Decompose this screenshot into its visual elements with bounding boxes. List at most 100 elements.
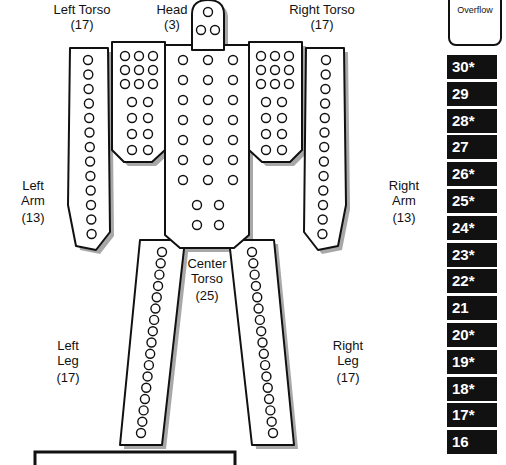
structure-pip: [128, 146, 137, 155]
structure-pip: [271, 66, 280, 75]
heat-scale-box: 19*: [447, 350, 497, 374]
part-label: Head: [152, 2, 192, 17]
heat-scale-box: 28*: [447, 109, 497, 133]
structure-pip: [262, 146, 271, 155]
structure-pip: [154, 281, 163, 290]
structure-pip: [285, 80, 294, 89]
structure-pip: [144, 361, 153, 370]
part-label: (17): [48, 370, 88, 385]
right-leg-outline: [229, 240, 294, 445]
structure-pip: [135, 66, 144, 75]
structure-pip: [249, 259, 258, 268]
structure-pip: [84, 56, 93, 65]
structure-pip: [204, 8, 213, 17]
structure-pip: [121, 80, 130, 89]
head-outline: [192, 0, 224, 50]
structure-pip: [85, 143, 94, 152]
heat-scale-box: 16: [447, 430, 497, 454]
structure-pip: [151, 304, 160, 313]
heat-value: 16: [452, 433, 469, 450]
right-arm-outline: [304, 48, 346, 250]
structure-pip: [229, 176, 238, 185]
structure-pip: [257, 66, 266, 75]
structure-pip: [146, 349, 155, 358]
structure-pip: [262, 372, 271, 381]
structure-pip: [271, 52, 280, 61]
structure-pip: [263, 383, 272, 392]
structure-pip: [86, 186, 95, 195]
structure-pip: [179, 156, 188, 165]
heat-scale-box: 18*: [447, 377, 497, 401]
structure-pip: [84, 85, 93, 94]
structure-pip: [121, 66, 130, 75]
structure-pip: [262, 114, 271, 123]
part-label: Right Arm: [382, 178, 426, 208]
structure-pip: [155, 270, 164, 279]
structure-pip: [267, 417, 276, 426]
structure-pip: [179, 96, 188, 105]
structure-pip: [179, 176, 188, 185]
structure-pip: [229, 96, 238, 105]
structure-pip: [319, 172, 328, 181]
structure-pip: [278, 146, 287, 155]
structure-pip: [319, 201, 328, 210]
heat-scale-box: 25*: [447, 189, 497, 213]
structure-pip: [193, 201, 202, 210]
structure-pip: [156, 259, 165, 268]
box-title: Overflow: [457, 5, 493, 15]
structure-pip: [262, 98, 271, 107]
structure-pip: [320, 114, 329, 123]
structure-pip: [179, 76, 188, 85]
part-label: Left Torso: [42, 2, 122, 17]
heat-scale-box: 24*: [447, 216, 497, 240]
structure-pip: [257, 80, 266, 89]
structure-pip: [254, 304, 263, 313]
left-leg-outline: [120, 240, 185, 445]
structure-pip: [197, 26, 206, 35]
structure-pip: [149, 80, 158, 89]
heat-value: 21: [452, 299, 469, 316]
structure-pip: [204, 176, 213, 185]
structure-pip: [265, 395, 274, 404]
structure-pip: [179, 116, 188, 125]
structure-pip: [179, 136, 188, 145]
structure-pip: [259, 349, 268, 358]
structure-pip: [250, 270, 259, 279]
structure-pip: [87, 215, 96, 224]
structure-pip: [86, 172, 95, 181]
part-label: (17): [62, 17, 102, 32]
structure-pip: [128, 114, 137, 123]
heat-value: 25*: [452, 192, 475, 209]
heat-scale-box: 23*: [447, 243, 497, 267]
structure-pip: [193, 221, 202, 230]
structure-pip: [319, 157, 328, 166]
heat-value: 19*: [452, 353, 475, 370]
footer-box: [35, 452, 235, 465]
structure-pip: [257, 52, 266, 61]
right-torso-outline: [249, 42, 302, 162]
structure-pip: [128, 98, 137, 107]
structure-pip: [144, 98, 153, 107]
structure-pip: [257, 327, 266, 336]
structure-pip: [138, 417, 147, 426]
structure-pip: [135, 52, 144, 61]
structure-pip: [204, 76, 213, 85]
structure-pip: [150, 315, 159, 324]
heat-scale-box: 21: [447, 296, 497, 320]
structure-pip: [321, 70, 330, 79]
part-label: (17): [302, 17, 342, 32]
structure-pip: [253, 293, 262, 302]
structure-pip: [144, 146, 153, 155]
part-label: (25): [187, 288, 227, 303]
heat-value: 26*: [452, 165, 475, 182]
part-label: Right Leg: [326, 338, 370, 368]
structure-pip: [87, 201, 96, 210]
structure-pip: [229, 136, 238, 145]
structure-pip: [285, 66, 294, 75]
heat-value: 30*: [452, 58, 475, 75]
structure-pip: [84, 70, 93, 79]
heat-value: 17*: [452, 406, 475, 423]
center-torso-outline: [165, 45, 249, 248]
structure-pip: [321, 99, 330, 108]
structure-pip: [139, 406, 148, 415]
